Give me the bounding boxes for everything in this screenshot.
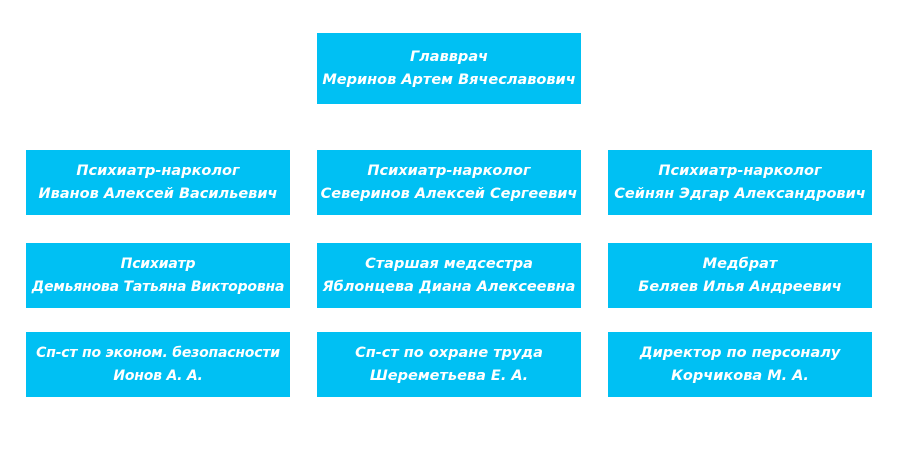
org-node-head-physician[interactable]: Главврач Меринов Артем Вячеславович xyxy=(317,33,581,104)
org-node-labor-safety-specialist[interactable]: Сп-ст по охране труда Шереметьева Е. А. xyxy=(317,332,581,397)
org-node-male-nurse[interactable]: Медбрат Беляев Илья Андреевич xyxy=(608,243,872,308)
org-node-role: Психиатр xyxy=(120,256,196,272)
org-node-hr-director[interactable]: Директор по персоналу Корчикова М. А. xyxy=(608,332,872,397)
org-node-role: Старшая медсестра xyxy=(365,255,533,272)
org-node-person: Иванов Алексей Васильевич xyxy=(38,186,278,202)
org-node-role: Сп-ст по эконом. безопасности xyxy=(36,345,280,361)
org-node-role: Психиатр-нарколог xyxy=(658,162,822,179)
org-node-person: Шереметьева Е. А. xyxy=(369,368,529,384)
org-node-person: Корчикова М. А. xyxy=(671,368,809,384)
org-node-person: Северинов Алексей Сергеевич xyxy=(320,186,578,202)
org-node-psychiatrist-narcologist-2[interactable]: Психиатр-нарколог Северинов Алексей Серг… xyxy=(317,150,581,215)
org-node-person: Яблонцева Диана Алексеевна xyxy=(322,279,576,295)
org-node-economic-security-specialist[interactable]: Сп-ст по эконом. безопасности Ионов А. А… xyxy=(26,332,290,397)
org-node-psychiatrist-narcologist-1[interactable]: Психиатр-нарколог Иванов Алексей Василье… xyxy=(26,150,290,215)
org-node-role: Директор по персоналу xyxy=(639,344,841,361)
org-node-person: Беляев Илья Андреевич xyxy=(638,279,842,295)
org-node-role: Психиатр-нарколог xyxy=(76,162,240,179)
org-node-role: Медбрат xyxy=(702,255,778,272)
org-node-role: Психиатр-нарколог xyxy=(367,162,531,179)
org-node-psychiatrist-narcologist-3[interactable]: Психиатр-нарколог Сейнян Эдгар Александр… xyxy=(608,150,872,215)
org-node-person: Сейнян Эдгар Александрович xyxy=(614,186,866,202)
org-node-person: Демьянова Татьяна Викторовна xyxy=(31,279,285,295)
org-node-psychiatrist[interactable]: Психиатр Демьянова Татьяна Викторовна xyxy=(26,243,290,308)
org-node-person: Ионов А. А. xyxy=(113,368,203,384)
org-node-head-nurse[interactable]: Старшая медсестра Яблонцева Диана Алексе… xyxy=(317,243,581,308)
org-node-person: Меринов Артем Вячеславович xyxy=(322,72,576,88)
org-node-role: Главврач xyxy=(409,48,489,65)
org-node-role: Сп-ст по охране труда xyxy=(355,344,543,361)
